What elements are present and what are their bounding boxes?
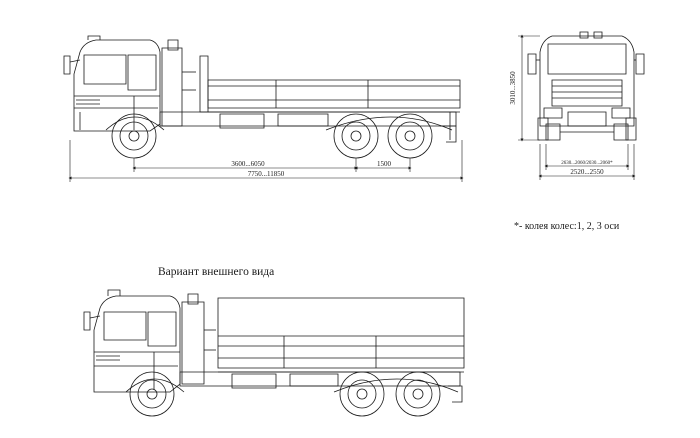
overall-length-label: 7750...11850 xyxy=(248,170,285,178)
wheel-rear2-variant xyxy=(396,372,440,416)
front-cab-outline xyxy=(540,36,634,126)
cab-outline xyxy=(74,40,160,131)
crane-column-variant xyxy=(182,302,204,384)
wheel-rear1-variant xyxy=(340,372,384,416)
tandem-label: 1500 xyxy=(377,160,392,168)
flatbed-body-variant xyxy=(218,298,464,368)
dimension-lines-front xyxy=(518,34,636,180)
height-label: 3010...3850 xyxy=(509,71,517,105)
dimension-lines-top xyxy=(68,140,464,182)
cab-outline-variant xyxy=(94,296,180,392)
wheel-rear2-top xyxy=(388,114,432,158)
crane-column xyxy=(162,48,182,126)
truck-side-view-top xyxy=(64,36,460,158)
track-footnote: *- колея колес:1, 2, 3 оси xyxy=(514,221,620,232)
wheelbase-label: 3600...6050 xyxy=(231,160,265,168)
track-label: 2630...2060/2030...2060* xyxy=(561,161,613,166)
wheel-front-variant xyxy=(130,372,174,416)
front-grille xyxy=(552,80,622,106)
truck-front-view xyxy=(528,32,644,140)
flatbed-body xyxy=(208,80,460,108)
overall-width-label: 2520...2550 xyxy=(570,168,604,176)
variant-title: Вариант внешнего вида xyxy=(158,266,275,278)
truck-side-view-variant xyxy=(84,290,464,416)
